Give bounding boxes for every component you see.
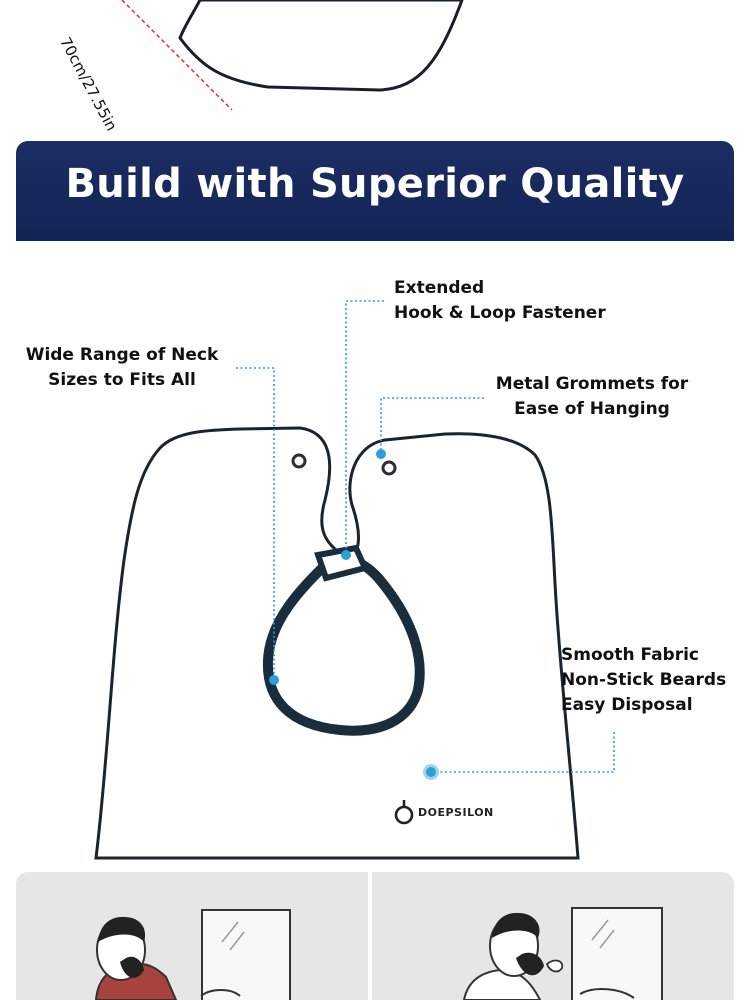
leader-neck-sizes [236, 367, 275, 680]
callout-neck-sizes-line2: Sizes to Fits All [48, 370, 196, 390]
callout-grommets-line2: Ease of Hanging [514, 399, 670, 419]
usage-panel-left [16, 872, 368, 1000]
brand-name: DOEPSILON [418, 806, 494, 819]
bib-illustration [94, 300, 615, 860]
dimension-line [121, 0, 233, 111]
dot-grommets [376, 449, 386, 459]
dot-neck-sizes [269, 675, 279, 685]
callout-smooth-fabric-line2: Non-Stick Beards [561, 670, 727, 690]
callout-smooth-fabric-line3: Easy Disposal [561, 695, 693, 715]
man-with-mirror-illustration-left [94, 909, 291, 1000]
callout-neck-sizes: Wide Range of Neck Sizes to Fits All [24, 343, 220, 393]
brand-logo-icon [394, 800, 414, 825]
callout-neck-sizes-line1: Wide Range of Neck [25, 345, 219, 365]
banner-title: Build with Superior Quality [65, 161, 685, 207]
left-grommet [291, 453, 307, 469]
dot-hook-loop [341, 550, 351, 560]
leader-hook-loop [345, 300, 384, 555]
top-bib-illustration [121, 0, 464, 111]
top-bib-shape [178, 0, 464, 92]
callout-hook-loop-line1: Extended [394, 278, 485, 298]
leader-grommets [380, 397, 484, 454]
callout-hook-loop-line2: Hook & Loop Fastener [394, 303, 606, 323]
hook-loop-strap [314, 544, 370, 582]
quality-banner: Build with Superior Quality [16, 141, 734, 241]
leader-lines [236, 300, 615, 773]
neck-opening [262, 555, 425, 736]
callout-smooth-fabric: Smooth Fabric Non-Stick Beards Easy Disp… [561, 643, 726, 718]
callout-grommets: Metal Grommets for Ease of Hanging [492, 372, 692, 422]
man-with-mirror-illustration-right [462, 907, 663, 1000]
callout-grommets-line1: Metal Grommets for [495, 374, 689, 394]
callout-hook-loop: Extended Hook & Loop Fastener [394, 276, 606, 326]
callout-smooth-fabric-line1: Smooth Fabric [561, 645, 700, 665]
right-grommet [381, 460, 397, 476]
usage-panel-right [372, 872, 734, 1000]
